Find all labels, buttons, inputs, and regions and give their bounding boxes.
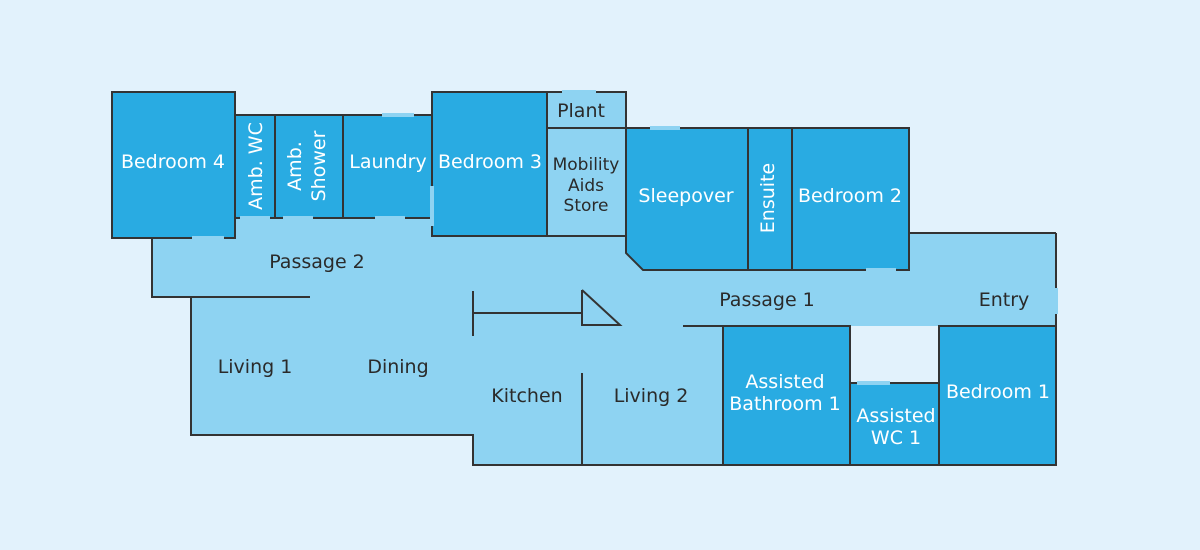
label-bedroom-3: Bedroom 3 <box>438 151 542 173</box>
label-amb-wc: Amb. WC <box>245 122 267 210</box>
label-assisted-bathroom-line2: Bathroom 1 <box>729 393 840 415</box>
plant-area <box>547 92 626 128</box>
label-living-2: Living 2 <box>614 385 689 407</box>
label-mobility-line2: Aids <box>568 176 604 196</box>
living-dining-area <box>191 297 476 435</box>
label-laundry: Laundry <box>349 151 426 173</box>
label-sleepover: Sleepover <box>638 185 733 207</box>
common-areas <box>152 92 1056 465</box>
bedroom-1 <box>938 325 1057 466</box>
label-amb-shower-line1: Amb. <box>284 141 306 191</box>
amb-wc <box>234 114 276 219</box>
label-ensuite: Ensuite <box>757 163 779 233</box>
label-bedroom-1: Bedroom 1 <box>946 381 1050 403</box>
rooms <box>111 91 1057 466</box>
label-plant: Plant <box>557 100 605 122</box>
label-assisted-wc-line1: Assisted <box>856 405 935 427</box>
label-amb-shower-line2: Shower <box>308 130 330 201</box>
label-living-1: Living 1 <box>218 356 293 378</box>
bedroom-2 <box>791 127 910 271</box>
passage-1-area <box>626 233 1056 326</box>
label-passage-1: Passage 1 <box>719 289 815 311</box>
label-bedroom-2: Bedroom 2 <box>798 185 902 207</box>
label-passage-2: Passage 2 <box>269 251 365 273</box>
corridor-area <box>432 236 626 298</box>
label-bedroom-4: Bedroom 4 <box>121 151 225 173</box>
label-entry: Entry <box>979 289 1030 311</box>
door-openings <box>192 90 1058 385</box>
walls <box>151 91 1057 466</box>
bedroom-3 <box>431 91 548 237</box>
ensuite <box>747 127 793 271</box>
label-mobility-line1: Mobility <box>553 155 620 175</box>
mobility-store-area <box>547 128 626 236</box>
assisted-bathroom-1 <box>722 325 851 466</box>
label-assisted-bathroom-line1: Assisted <box>745 371 824 393</box>
label-dining: Dining <box>367 356 428 378</box>
label-kitchen: Kitchen <box>491 385 562 407</box>
amb-shower <box>274 114 344 219</box>
room-labels: Bedroom 4 Amb. WC Amb. Shower Laundry Be… <box>121 100 1050 449</box>
label-assisted-wc-line2: WC 1 <box>871 427 921 449</box>
label-mobility-line3: Store <box>564 196 609 216</box>
